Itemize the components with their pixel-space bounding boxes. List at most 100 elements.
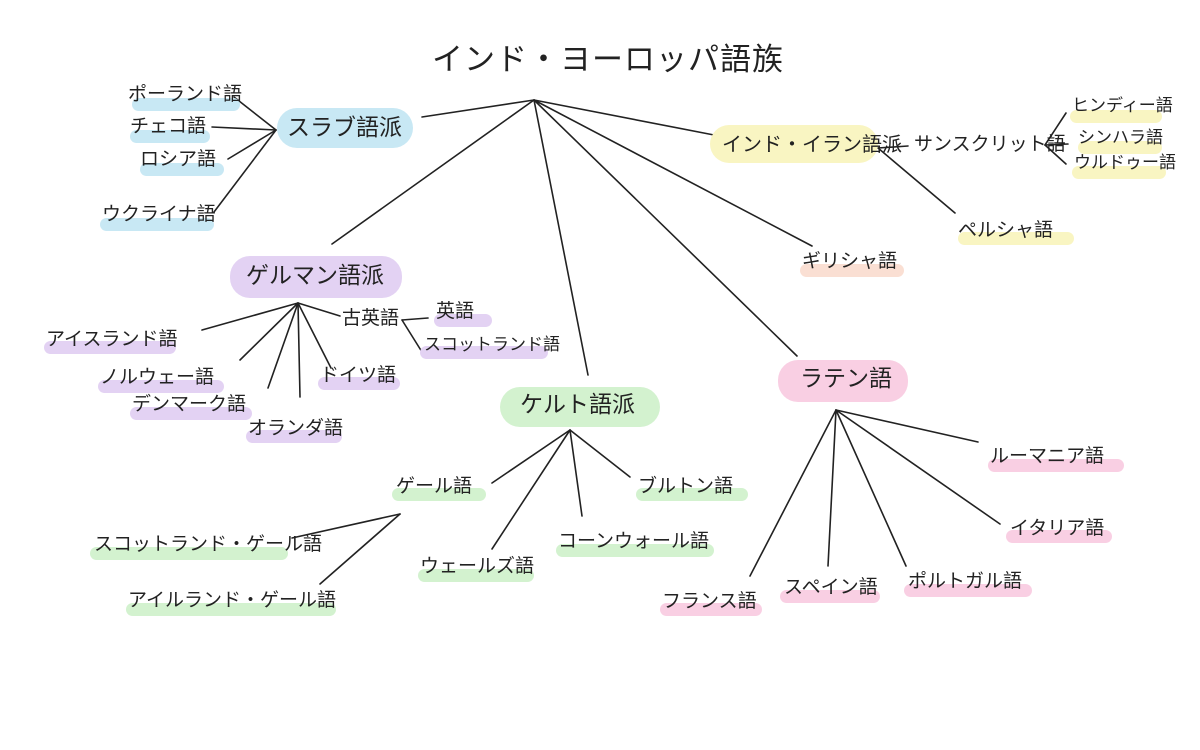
italian-highlight (1006, 530, 1112, 543)
edge-germanic-german (297, 302, 332, 369)
scottish-gaelic-highlight (90, 547, 288, 560)
indo-iranian-highlight (710, 125, 878, 163)
edge-gaelic-scottish (291, 513, 401, 539)
branch-indo-iranian: インド・イラン語派 (722, 132, 902, 156)
icelandic-highlight (44, 341, 176, 354)
lang-czech: チェコ語 (130, 115, 207, 137)
lang-sinhala: シンハラ語 (1078, 128, 1163, 148)
lang-hindi: ヒンディー語 (1072, 96, 1173, 116)
lang-ukrainian: ウクライナ語 (102, 203, 216, 225)
lang-danish: デンマーク語 (132, 393, 247, 415)
edge-root-germanic (331, 99, 535, 245)
edge-slavic-ukrainian (213, 129, 277, 213)
lang-portuguese: ポルトガル語 (908, 570, 1023, 592)
portuguese-highlight (904, 584, 1032, 597)
edge-celtic-welsh (491, 429, 571, 550)
edge-slavic-russian (227, 129, 277, 160)
lang-gaelic: ゲール語 (396, 475, 473, 497)
germanic-highlight (230, 256, 402, 298)
edge-slavic-czech (211, 126, 277, 131)
edge-gaelic-irish (319, 513, 401, 585)
edge-celtic-cornish (569, 429, 583, 517)
edge-root-latin (533, 99, 798, 357)
lang-greek: ギリシャ語 (802, 250, 898, 272)
edge-slavic-polish (233, 96, 277, 131)
edge-latin-italian (835, 409, 1001, 525)
edge-latin-french (749, 409, 837, 577)
edge-latin-romanian (835, 409, 979, 443)
greek-highlight (800, 264, 904, 277)
lang-dutch: オランダ語 (248, 417, 344, 439)
lang-old-english: 古英語 (342, 307, 400, 329)
branch-celtic: ケルト語派 (520, 392, 635, 418)
lang-cornish: コーンウォール語 (558, 530, 710, 552)
edge-latin-spanish (827, 409, 837, 567)
lang-welsh: ウェールズ語 (420, 555, 535, 577)
spanish-highlight (780, 590, 880, 603)
hindi-highlight (1070, 110, 1162, 123)
polish-highlight (132, 98, 240, 111)
branch-slavic: スラブ語派 (287, 115, 402, 141)
dutch-highlight (246, 430, 342, 443)
sinhala-highlight (1078, 141, 1162, 154)
lang-icelandic: アイスランド語 (46, 328, 178, 350)
norwegian-highlight (98, 380, 224, 393)
edge-root-greek (533, 99, 813, 247)
lang-german: ドイツ語 (320, 364, 397, 386)
celtic-highlight (500, 387, 660, 427)
czech-highlight (130, 130, 210, 143)
edge-celtic-gaelic (491, 429, 571, 484)
branch-germanic: ゲルマン語派 (246, 263, 384, 289)
slavic-highlight (277, 108, 413, 148)
irish-gaelic-highlight (126, 603, 336, 616)
lang-urdu: ウルドゥー語 (1074, 153, 1176, 173)
lang-persian: ペルシャ語 (958, 219, 1054, 241)
gaelic-highlight (392, 488, 486, 501)
russian-highlight (140, 163, 224, 176)
edge-germanic-old-english (297, 302, 341, 317)
edge-sanskrit-sinhala (1044, 143, 1069, 146)
lang-irish-gaelic: アイルランド・ゲール語 (128, 589, 337, 611)
persian-highlight (958, 232, 1074, 245)
scots-highlight (420, 346, 548, 359)
breton-highlight (636, 488, 748, 501)
edge-root-indo-iranian (533, 99, 715, 136)
edge-sanskrit-urdu (1044, 144, 1067, 165)
french-highlight (660, 603, 762, 616)
edge-celtic-breton (569, 429, 631, 478)
edge-old-english-scots (401, 319, 423, 353)
lang-scots: スコットランド語 (424, 335, 560, 355)
edge-germanic-norwegian (239, 302, 299, 361)
lang-scottish-gaelic: スコットランド・ゲール語 (94, 533, 323, 555)
latin-highlight (778, 360, 908, 402)
lang-sanskrit: サンスクリット語 (914, 133, 1066, 155)
lang-polish: ポーランド語 (128, 83, 243, 105)
edge-germanic-danish (267, 302, 299, 389)
cornish-highlight (556, 544, 714, 557)
branch-latin: ラテン語 (800, 366, 892, 392)
edge-germanic-dutch (297, 302, 301, 398)
urdu-highlight (1072, 166, 1166, 179)
german-highlight (318, 377, 400, 390)
welsh-highlight (418, 569, 534, 582)
lang-breton: ブルトン語 (638, 475, 734, 497)
diagram-title: インド・ヨーロッパ語族 (432, 42, 784, 78)
lang-spanish: スペイン語 (784, 576, 878, 598)
edge-latin-portuguese (835, 409, 907, 567)
lang-norwegian: ノルウェー語 (100, 366, 215, 388)
lang-french: フランス語 (662, 590, 757, 612)
edge-sanskrit-hindi (1044, 112, 1067, 146)
romanian-highlight (988, 459, 1124, 472)
edge-germanic-icelandic (201, 302, 299, 331)
edge-root-celtic (533, 99, 589, 376)
lang-italian: イタリア語 (1010, 517, 1105, 539)
lang-russian: ロシア語 (140, 148, 217, 170)
ukrainian-highlight (100, 218, 214, 231)
edge-old-english-english (401, 317, 429, 321)
edge-ii-sanskrit (877, 145, 909, 149)
danish-highlight (130, 407, 252, 420)
edge-root-slavic (421, 99, 535, 118)
edge-ii-persian (877, 147, 956, 214)
